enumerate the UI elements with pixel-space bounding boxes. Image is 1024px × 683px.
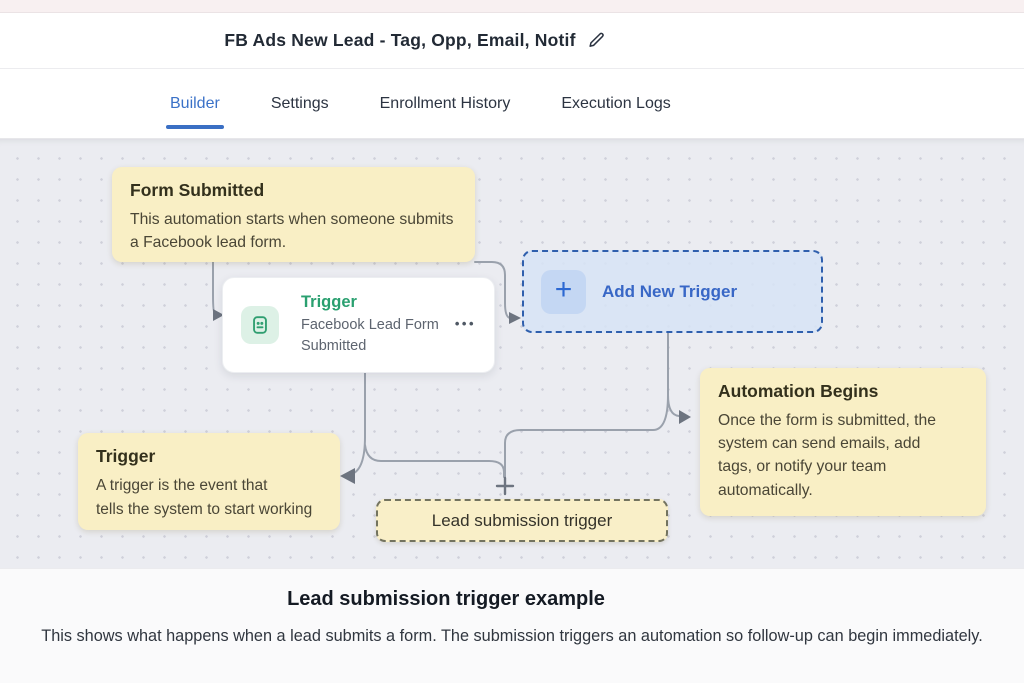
caption-heading: Lead submission trigger example bbox=[287, 588, 605, 610]
form-icon bbox=[241, 306, 279, 344]
caption-panel: Lead submission trigger example This sho… bbox=[0, 568, 1024, 683]
note-automation-begins[interactable]: Automation Begins Once the form is submi… bbox=[700, 368, 986, 516]
lead-submission-trigger-label[interactable]: Lead submission trigger bbox=[376, 499, 668, 542]
connector-lines bbox=[212, 261, 691, 496]
add-new-trigger-label: Add New Trigger bbox=[602, 281, 738, 301]
note-body: Once the form is submitted, the system c… bbox=[718, 412, 936, 499]
note-form-submitted[interactable]: Form Submitted This automation starts wh… bbox=[112, 167, 475, 262]
note-title: Form Submitted bbox=[130, 180, 265, 200]
tab-builder[interactable]: Builder bbox=[166, 89, 224, 129]
note-trigger[interactable]: Trigger A trigger is the event that tell… bbox=[78, 433, 340, 530]
workflow-canvas[interactable]: Form Submitted This automation starts wh… bbox=[0, 139, 1024, 568]
note-title: Automation Begins bbox=[718, 381, 879, 401]
note-title: Trigger bbox=[96, 446, 156, 466]
header: FB Ads New Lead - Tag, Opp, Email, Notif bbox=[0, 13, 1024, 69]
tab-bar: Builder Settings Enrollment History Exec… bbox=[0, 69, 1024, 139]
plus-marker-icon bbox=[495, 476, 515, 496]
note-body: This automation starts when someone subm… bbox=[130, 211, 454, 252]
pencil-icon[interactable] bbox=[587, 31, 606, 50]
trigger-card-subtitle: Facebook Lead Form Submitted bbox=[301, 316, 439, 354]
plus-icon: + bbox=[541, 269, 586, 314]
caption-body: This shows what happens when a lead subm… bbox=[41, 627, 983, 645]
tab-settings[interactable]: Settings bbox=[270, 94, 329, 112]
note-body-line: A trigger is the event that bbox=[96, 477, 268, 494]
trigger-card-title: Trigger bbox=[301, 292, 357, 311]
trigger-card[interactable]: Trigger Facebook Lead Form Submitted ••• bbox=[222, 277, 495, 373]
tab-execution-logs[interactable]: Execution Logs bbox=[561, 94, 671, 112]
ellipsis-menu-icon[interactable]: ••• bbox=[454, 315, 476, 331]
add-new-trigger-button[interactable]: + Add New Trigger bbox=[522, 250, 823, 333]
title-wrap: FB Ads New Lead - Tag, Opp, Email, Notif bbox=[224, 30, 605, 51]
top-strip bbox=[0, 0, 1024, 13]
page-title: FB Ads New Lead - Tag, Opp, Email, Notif bbox=[224, 30, 576, 50]
note-body-line: tells the system to start working bbox=[96, 501, 313, 519]
plus-glyph: + bbox=[554, 273, 573, 306]
trigger-card-text: Trigger Facebook Lead Form Submitted bbox=[301, 293, 455, 357]
tab-enrollment-history[interactable]: Enrollment History bbox=[379, 94, 511, 112]
